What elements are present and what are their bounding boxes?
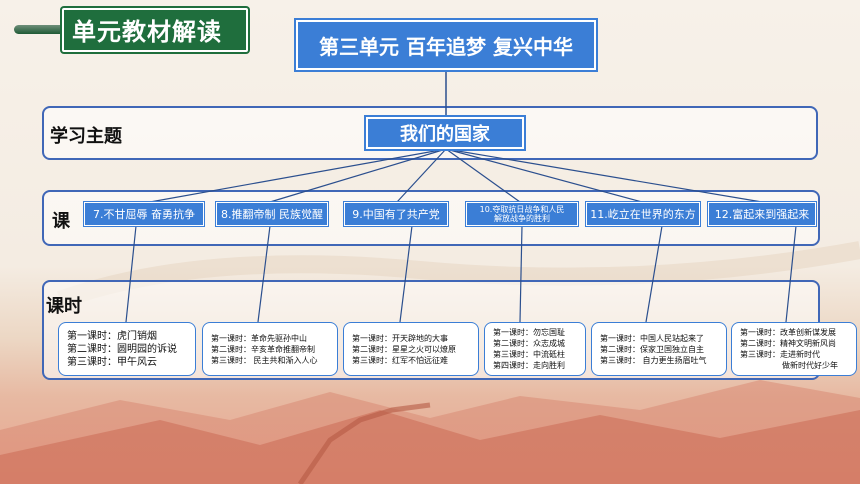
period-line: 第一课时：虎门销烟 [67, 330, 157, 342]
lesson-text: 12.富起来到强起来 [714, 207, 810, 221]
period-line: 第一课时：勿忘国耻 [493, 328, 565, 337]
lesson-text: 8.推翻帝制 民族觉醒 [221, 207, 323, 221]
period-line: 第二课时：星星之火可以燎原 [352, 344, 456, 354]
period-line: 第二课时：辛亥革命推翻帝制 [211, 344, 315, 354]
period-box: 第一课时：革命先驱孙中山 第二课时：辛亥革命推翻帝制 第三课时： 民主共和渐入人… [202, 322, 338, 376]
period-line: 第一课时：改革创新谋发展 [740, 328, 836, 337]
theme-title-box: 我们的国家 [366, 117, 524, 149]
period-band-label: 课时 [46, 296, 82, 317]
lesson-text: 解放战争的胜利 [494, 214, 550, 223]
period-line: 第三课时： 自力更生扬眉吐气 [600, 355, 707, 365]
period-line: 第二课时：保家卫国独立自主 [600, 344, 704, 354]
lesson-text: 11.屹立在世界的东方 [590, 207, 696, 221]
period-box: 第一课时：改革创新谋发展 第二课时：精神文明新风尚 第三课时：走进新时代 做新时… [731, 322, 857, 376]
period-box: 第一课时：勿忘国耻 第二课时：众志成城 第三课时：中流砥柱 第四课时：走向胜利 [484, 322, 586, 376]
period-line: 第三课时：甲午风云 [67, 356, 157, 368]
lesson-text: 9.中国有了共产党 [352, 207, 440, 221]
period-line: 第一课时：革命先驱孙中山 [211, 333, 307, 343]
period-line: 第四课时：走向胜利 [493, 361, 565, 370]
period-box: 第一课时：虎门销烟 第二课时：圆明园的诉说 第三课时：甲午风云 [58, 322, 196, 376]
period-box: 第一课时：中国人民站起来了 第二课时：保家卫国独立自主 第三课时： 自力更生扬眉… [591, 322, 727, 376]
page-title: 单元教材解读 [72, 18, 222, 46]
lesson-text: 10.夺取抗日战争和人民 [479, 205, 565, 214]
lesson-text: 7.不甘屈辱 奋勇抗争 [93, 207, 195, 221]
lesson-band-label: 课 [52, 211, 70, 232]
lesson-box: 11.屹立在世界的东方 [586, 202, 700, 226]
header-plate: 单元教材解读 [14, 8, 248, 52]
lesson-box: 12.富起来到强起来 [708, 202, 816, 226]
period-line: 做新时代好少年 [782, 361, 838, 370]
theme-band-label: 学习主题 [50, 126, 122, 147]
period-line: 第二课时：精神文明新风尚 [740, 339, 836, 348]
period-line: 第三课时： 民主共和渐入人心 [211, 355, 318, 365]
plate-rod [14, 25, 76, 34]
period-line: 第一课时：中国人民站起来了 [600, 333, 704, 343]
lesson-box: 7.不甘屈辱 奋勇抗争 [84, 202, 204, 226]
period-line: 第二课时：众志成城 [493, 339, 565, 348]
period-line: 第三课时：走进新时代 [740, 350, 820, 359]
lesson-box: 10.夺取抗日战争和人民解放战争的胜利 [466, 202, 578, 226]
period-line: 第三课时：红军不怕远征难 [352, 355, 448, 365]
period-line: 第二课时：圆明园的诉说 [67, 343, 177, 355]
lesson-box: 9.中国有了共产党 [344, 202, 448, 226]
unit-title-box: 第三单元 百年追梦 复兴中华 [296, 20, 596, 70]
period-line: 第一课时：开天辟地的大事 [352, 333, 448, 343]
plate-slab [62, 8, 248, 52]
lesson-box: 8.推翻帝制 民族觉醒 [216, 202, 328, 226]
period-line: 第三课时：中流砥柱 [493, 350, 565, 359]
period-box: 第一课时：开天辟地的大事 第二课时：星星之火可以燎原 第三课时：红军不怕远征难 [343, 322, 479, 376]
